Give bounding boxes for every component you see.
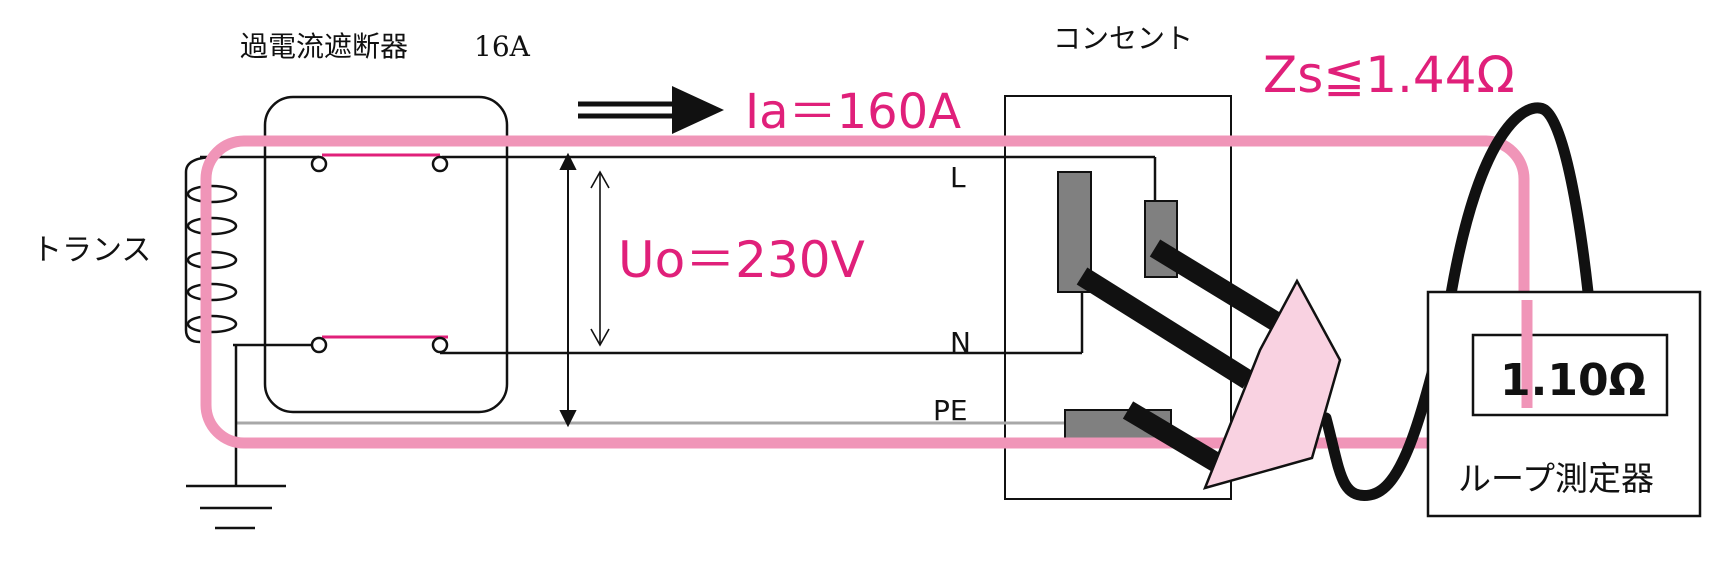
plug-body <box>1202 278 1342 490</box>
line-pe-label: PE <box>933 394 968 427</box>
meter-name-label: ループ測定器 <box>1458 459 1654 498</box>
breaker-rating-label: 16A <box>474 30 531 63</box>
ground-symbol-icon <box>186 484 286 530</box>
voltage-arrow-lpe <box>559 152 577 428</box>
breaker-box <box>263 95 509 414</box>
voltage-arrow-ln <box>590 170 610 347</box>
meter-cable <box>1444 102 1594 306</box>
line-n-wire <box>233 290 1084 355</box>
plug-prongs <box>1076 239 1289 475</box>
breaker-label: 過電流遮断器 <box>240 30 408 63</box>
voltage-label: Uo＝230V <box>618 231 865 289</box>
meter-display <box>1471 333 1669 417</box>
transformer-coil-icon <box>184 155 238 344</box>
double-arrow-right-icon <box>578 86 724 134</box>
impedance-limit-label: Zs≦1.44Ω <box>1263 46 1515 104</box>
outlet-label: コンセント <box>1053 22 1193 55</box>
line-l-wire <box>200 155 1157 200</box>
line-l-label: L <box>950 161 966 194</box>
breaker-terminals <box>310 155 449 354</box>
meter-reading: 1.10Ω <box>1500 355 1646 406</box>
current-label: Ia＝160A <box>745 84 961 140</box>
line-n-label: N <box>950 326 971 359</box>
outlet-terminal-n <box>1057 171 1092 293</box>
transformer-label: トランス <box>32 233 151 268</box>
